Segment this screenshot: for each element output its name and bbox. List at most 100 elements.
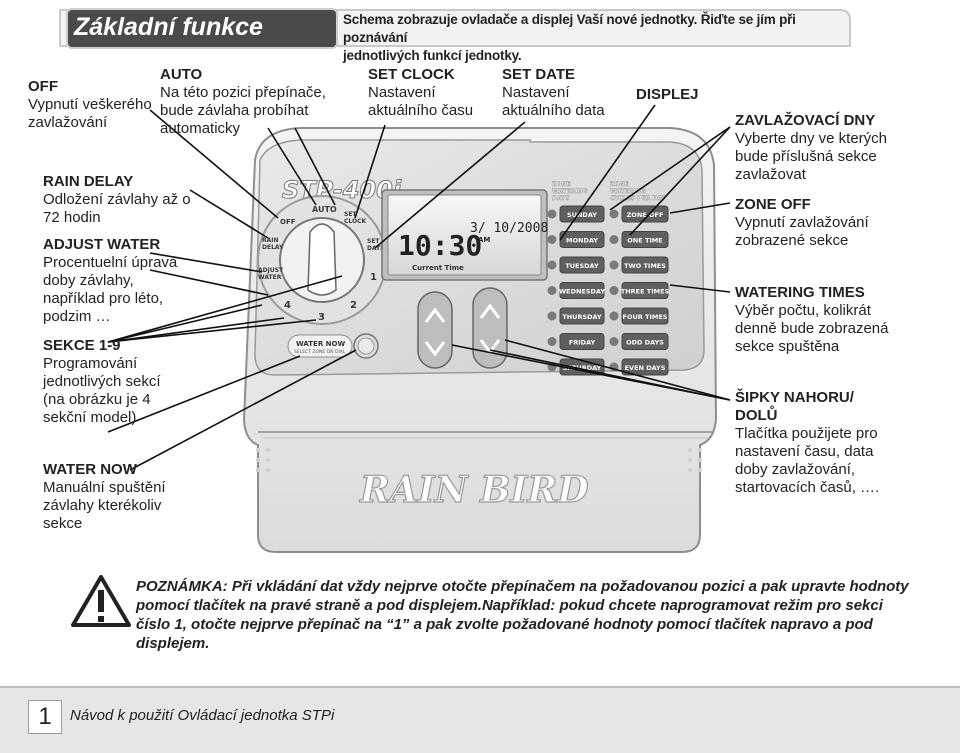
label-sipky-desc: doby zavlažování, (735, 461, 856, 478)
cycle-buttons[interactable]: ZONE OFF ONE TIME TWO TIMES THREE TIMES FOUR… (609, 205, 670, 376)
label-adjust-water-desc: například pro léto, (43, 290, 164, 307)
label-displej-title: DISPLEJ (636, 86, 699, 103)
header-subtitle-line: Schema zobrazuje ovladače a displej Vaší… (343, 12, 796, 45)
svg-text:ZONE: ZONE (552, 181, 571, 188)
cycle-button-zone-off[interactable]: ZONE OFF (609, 205, 669, 223)
label-watering-times: WATERING TIMES Výběr počtu, kolikrát den… (735, 284, 888, 356)
arrow-buttons-right[interactable] (472, 287, 508, 369)
day-button-friday[interactable]: FRIDAY (547, 333, 605, 350)
note-text: POZNÁMKA: Při vkládání dat vždy nejprve … (136, 577, 936, 653)
label-zavlazovaci-dny-title: ZAVLAŽOVACÍ DNY (735, 112, 876, 129)
label-off-desc: Vypnutí veškerého (28, 96, 152, 113)
water-now-button[interactable]: WATER NOW SELECT ZONE ON DIAL (287, 333, 379, 359)
label-set-date: SET DATE Nastavení aktuálního data (502, 66, 605, 120)
svg-text:CYCLES PER DAY: CYCLES PER DAY (610, 195, 667, 202)
label-sekce-desc: sekční model) (43, 409, 137, 426)
label-auto-desc: bude závlaha probíhat (160, 102, 309, 119)
label-sekce-title: SEKCE 1-9 (43, 337, 121, 354)
day-button-label: MONDAY (566, 237, 598, 245)
footer-bar (0, 686, 960, 753)
day-button-monday[interactable]: MONDAY (547, 231, 605, 248)
label-watering-times-desc: sekce spuštěna (735, 338, 840, 355)
label-water-now: WATER NOW Manuální spuštění závlahy kter… (43, 461, 166, 533)
cycle-button-three-times[interactable]: THREE TIMES (609, 282, 670, 299)
label-water-now-desc: závlahy kterékoliv (43, 497, 162, 514)
day-buttons[interactable]: SUNDAY MONDAY TUESDAY WEDNESDAY THURSDAY FRID… (547, 205, 606, 376)
label-water-now-desc: sekce (43, 515, 83, 532)
dial-set-date-label: SET (367, 238, 380, 245)
dial-set-clock-label: SET (344, 211, 357, 218)
label-set-date-title: SET DATE (502, 66, 576, 83)
day-button-label: WEDNESDAY (559, 288, 605, 296)
lcd-ampm: AM (478, 236, 490, 244)
svg-text:CLOCK: CLOCK (344, 218, 367, 225)
day-button-thursday[interactable]: THURSDAY (547, 307, 605, 325)
cycle-button-one-time[interactable]: ONE TIME (609, 231, 669, 248)
lcd-time: 10:30 (398, 229, 482, 262)
note-line: číslo 1, otočte nejprve přepínač na “1” … (136, 616, 873, 633)
label-zavlazovaci-dny-desc: zavlažovat (735, 166, 806, 183)
label-zone-off-desc: Vypnutí zavlažování (735, 214, 869, 231)
label-set-clock: SET CLOCK Nastavení aktuálního času (368, 66, 473, 120)
cycle-button-label: THREE TIMES (621, 288, 670, 296)
dial-zone-3-label: 3 (318, 312, 325, 323)
controller-illustration: STP-400i OFF AUTO SET CLOCK SET DATE RAI… (242, 127, 718, 553)
label-auto-desc: automaticky (160, 120, 241, 137)
label-set-date-desc: aktuálního data (502, 102, 605, 119)
brand-logo: RAIN BIRD (359, 469, 589, 511)
label-sekce-desc: jednotlivých sekcí (43, 373, 161, 390)
day-button-label: TUESDAY (565, 262, 599, 270)
label-adjust-water-desc: podzim … (43, 308, 111, 325)
label-sekce: SEKCE 1-9 Programování jednotlivých sekc… (43, 337, 161, 427)
svg-text:DAYS: DAYS (552, 195, 570, 202)
label-set-clock-desc: aktuálního času (368, 102, 474, 119)
label-watering-times-title: WATERING TIMES (735, 284, 865, 301)
day-button-sunday[interactable]: SUNDAY (547, 205, 605, 223)
cycle-button-four-times[interactable]: FOUR TIMES (609, 307, 669, 325)
label-off-desc: zavlažování (28, 114, 108, 131)
cycle-button-label: ODD DAYS (626, 339, 664, 347)
label-rain-delay-desc: 72 hodin (43, 209, 101, 226)
arrow-buttons-left[interactable] (417, 291, 453, 369)
day-button-tuesday[interactable]: TUESDAY (547, 256, 605, 274)
label-auto: AUTO Na této pozici přepínače, bude závl… (160, 66, 326, 138)
page-number: 1 (28, 700, 62, 734)
cycle-button-odd-days[interactable]: ODD DAYS (609, 333, 669, 350)
label-displej: DISPLEJ (636, 86, 699, 104)
label-adjust-water-desc: Procentuelní úprava (43, 254, 178, 271)
day-button-label: THURSDAY (562, 313, 602, 321)
label-set-date-desc: Nastavení (502, 84, 570, 101)
label-rain-delay: RAIN DELAY Odložení závlahy až o 72 hodi… (43, 173, 191, 227)
label-zone-off-title: ZONE OFF (735, 196, 811, 213)
day-button-wednesday[interactable]: WEDNESDAY (547, 282, 606, 299)
label-zavlazovaci-dny-desc: bude příslušná sekce (735, 148, 877, 165)
label-set-clock-title: SET CLOCK (368, 66, 455, 83)
svg-text:WATERING: WATERING (552, 188, 588, 195)
note-line: displejem. (136, 635, 210, 652)
label-adjust-water-title: ADJUST WATER (43, 236, 161, 253)
label-rain-delay-desc: Odložení závlahy až o (43, 191, 191, 208)
warning-icon (71, 575, 131, 627)
dial-rain-delay-label: RAIN (262, 237, 279, 244)
label-sipky-desc: nastavení času, data (735, 443, 874, 460)
label-water-now-desc: Manuální spuštění (43, 479, 166, 496)
label-zavlazovaci-dny-desc: Vyberte dny ve kterých (735, 130, 888, 147)
dial-zone-1-label: 1 (370, 272, 377, 283)
label-adjust-water-desc: doby závlahy, (43, 272, 134, 289)
dial-off-label: OFF (280, 218, 296, 226)
mode-dial[interactable]: OFF AUTO SET CLOCK SET DATE RAIN DELAY A… (257, 195, 387, 325)
label-zone-off: ZONE OFF Vypnutí zavlažování zobrazené s… (735, 196, 869, 250)
svg-text:WATER: WATER (258, 274, 282, 281)
label-zone-off-desc: zobrazené sekce (735, 232, 849, 249)
cycle-button-label: FOUR TIMES (623, 313, 668, 321)
label-water-now-title: WATER NOW (43, 461, 137, 478)
note-line: POZNÁMKA: Při vkládání dat vždy nejprve … (136, 578, 909, 595)
header-subtitle-line: jednotlivých funkcí jednotky. (343, 48, 522, 63)
dial-zone-2-label: 2 (350, 300, 357, 311)
footer-text: Návod k použití Ovládací jednotka STPi (70, 707, 335, 724)
page-title: Základní funkce (74, 13, 263, 41)
header-title-box (68, 10, 336, 47)
lcd-date: 3/ 10/2008 (470, 221, 548, 236)
label-rain-delay-title: RAIN DELAY (43, 173, 134, 190)
cycle-button-two-times[interactable]: TWO TIMES (609, 256, 669, 274)
